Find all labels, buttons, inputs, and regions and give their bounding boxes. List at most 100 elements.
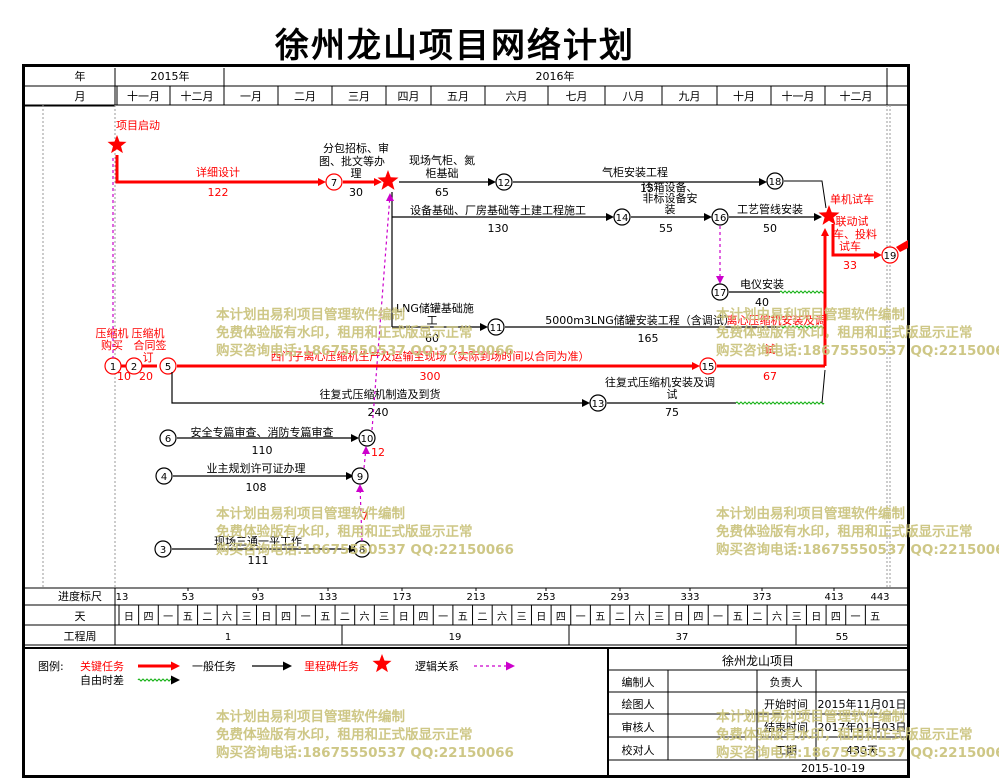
info-end-value: 2017年01月03日: [818, 720, 907, 734]
free-float-wave: [779, 290, 825, 294]
task-duration: 12: [371, 446, 385, 459]
task-duration: 75: [665, 406, 679, 419]
week-label: 工程周: [64, 630, 97, 643]
task-name: 往复式压缩机制造及到货: [320, 387, 441, 401]
year-2016: 2016年: [536, 69, 575, 83]
weekday-label: 五: [870, 612, 880, 623]
arrow-head: [171, 661, 180, 671]
task-name: 安全专篇审查、消防专篇审查: [191, 425, 334, 439]
end-flag: [896, 240, 908, 252]
free-float-wave: [735, 401, 825, 405]
task-name: 分包招标、审: [323, 141, 389, 155]
month-label: 十一月: [127, 89, 160, 103]
weekday-label: 一: [301, 612, 311, 623]
weekday-label: 三: [654, 612, 664, 623]
task-name: 往复式压缩机安装及调: [605, 375, 715, 389]
node-label: 13: [592, 399, 605, 410]
progress-tick: 173: [392, 592, 411, 603]
task-name: 压缩机: [132, 326, 165, 340]
weekday-label: 一: [163, 612, 173, 623]
node-label: 16: [714, 213, 727, 224]
month-label: 二月: [294, 90, 316, 103]
node-label: 19: [884, 251, 897, 262]
month-label: 十二月: [840, 89, 873, 103]
node-circle: [159, 429, 177, 447]
node-circle: [325, 173, 343, 191]
task-name: 车、投料: [833, 227, 877, 241]
legend-logic: 逻辑关系: [415, 659, 459, 673]
progress-tick: 53: [182, 592, 195, 603]
node-label: 14: [616, 213, 629, 224]
arrow-head: [351, 434, 359, 442]
task-name: 详细设计: [196, 165, 240, 179]
weekday-label: 四: [418, 612, 428, 623]
task-name: 现场气柜、氮: [409, 153, 475, 167]
task-name: 压缩机: [96, 326, 129, 340]
task-name: 装: [665, 203, 676, 216]
weekday-label: 一: [576, 612, 586, 623]
weekday-label: 日: [536, 612, 546, 623]
weekday-label: 日: [399, 612, 409, 623]
week-label-value: 1: [225, 632, 231, 643]
info-project: 徐州龙山项目: [722, 653, 794, 668]
weekday-label: 日: [811, 612, 821, 623]
info-owner: 负责人: [770, 675, 803, 689]
task-name: 柜基础: [426, 167, 459, 180]
task-duration: 7: [362, 510, 369, 523]
arrow-head: [814, 213, 822, 221]
legend-float-wave: [137, 678, 175, 682]
node-label: 2: [131, 362, 137, 373]
task-duration: 111: [248, 554, 269, 567]
general-task-line: [821, 369, 826, 404]
task-duration: 33: [843, 259, 857, 272]
arrow-head: [759, 178, 767, 186]
weekday-label: 四: [693, 612, 703, 623]
node-label: 5: [165, 362, 171, 373]
weekday-label: 一: [713, 612, 723, 623]
info-compiler: 编制人: [622, 675, 655, 689]
weekday-label: 二: [340, 612, 350, 623]
task-duration: 122: [208, 186, 229, 199]
task-name: 理: [351, 167, 362, 180]
task-duration: 55: [659, 222, 673, 235]
node-label: 6: [165, 434, 171, 445]
node-label: 15: [702, 362, 715, 373]
task-name: 设备基础、厂房基础等土建工程施工: [410, 203, 586, 217]
arrow-head: [704, 213, 712, 221]
weekday-label: 二: [477, 612, 487, 623]
task-name: 电仪安装: [740, 277, 784, 291]
task-duration: 15: [640, 182, 654, 195]
task-name: 试: [667, 388, 678, 401]
task-name: 工: [427, 314, 438, 327]
milestone-star: [818, 205, 840, 225]
weekday-label: 六: [497, 611, 507, 623]
week-label-value: 55: [836, 632, 849, 643]
weekday-label: 日: [261, 612, 271, 623]
weekday-label: 四: [831, 612, 841, 623]
node-label: 4: [161, 472, 167, 483]
arrow-head: [386, 193, 394, 201]
weekday-label: 一: [851, 612, 861, 623]
info-end-label: 结束时间: [764, 721, 808, 734]
info-duration-label: 工期: [775, 744, 797, 757]
arrow-head: [346, 472, 354, 480]
weekday-label: 二: [752, 612, 762, 623]
node-circle: [155, 467, 173, 485]
node-circle: [154, 540, 172, 558]
weekday-label: 四: [143, 612, 153, 623]
milestone-label: 项目启动: [116, 119, 160, 132]
day-label: 天: [75, 610, 86, 623]
progress-tick: 253: [536, 592, 555, 603]
node-label: 18: [769, 177, 782, 188]
progress-tick: 213: [466, 592, 485, 603]
task-duration: 40: [755, 296, 769, 309]
progress-tick: 13: [116, 592, 129, 603]
task-name: 联动试: [836, 215, 869, 228]
general-task-line: [171, 372, 586, 404]
month-label: 十一月: [782, 89, 815, 103]
month-label: 八月: [623, 90, 645, 103]
page-title: 徐州龙山项目网络计划: [275, 26, 635, 66]
weekday-label: 三: [517, 612, 527, 623]
task-name: 冷箱设备、: [643, 180, 698, 194]
month-header: 月: [75, 90, 86, 103]
